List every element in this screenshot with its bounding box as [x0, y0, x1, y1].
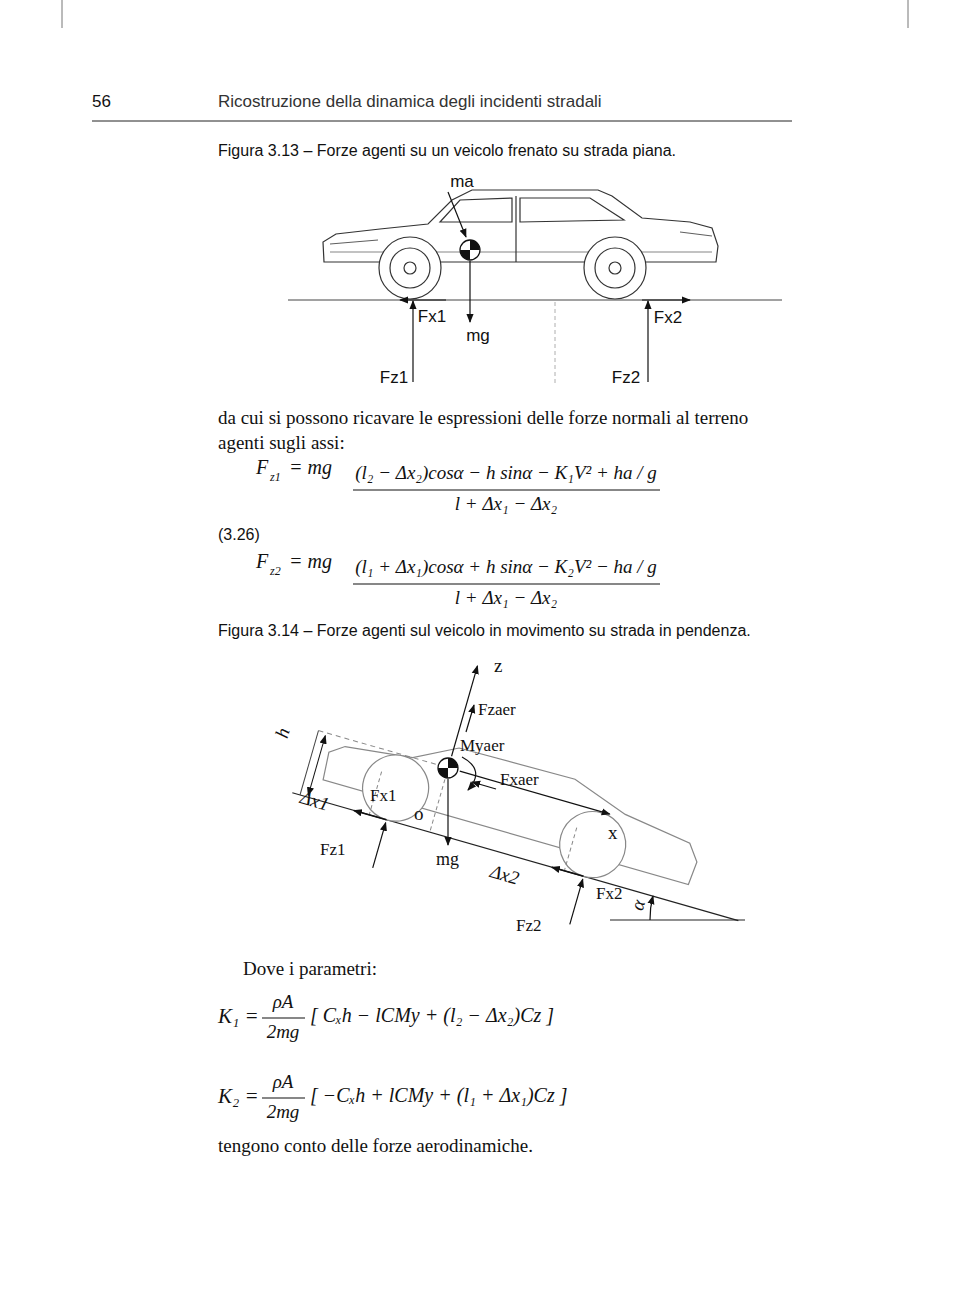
equation-symbol: = mg: [289, 456, 332, 479]
body-text: Dove i parametri:: [243, 958, 377, 980]
equation-denominator: 2mg: [267, 1101, 300, 1123]
origin-label: o: [414, 803, 424, 825]
equation-number: (3.26): [218, 526, 260, 544]
force-label: mg: [436, 849, 459, 870]
equation-numerator: (l₂ − Δx₂)cosα − h sinα − K₁V² + ha / g: [355, 462, 657, 484]
force-label: ma: [450, 172, 474, 192]
force-arrows-slope: [448, 705, 745, 920]
equation-symbol: K₁ =: [218, 1004, 259, 1028]
equation-numerator: ρA: [273, 1071, 294, 1093]
car-on-slope: [279, 626, 786, 968]
force-arrows-flat: [400, 192, 690, 384]
force-label: Fx2: [654, 308, 682, 328]
fraction-bars: [262, 490, 660, 1098]
body-text: da cui si possono ricavare le espression…: [218, 406, 798, 455]
equation-numerator: ρA: [273, 991, 294, 1013]
equation-subscript: z2: [270, 565, 281, 579]
crop-marks: [62, 0, 908, 28]
figure-caption: Figura 3.14 – Forze agenti sul veicolo i…: [218, 622, 751, 640]
axis-label: z: [494, 655, 502, 677]
axis-label: x: [608, 822, 618, 844]
moment-label: Myaer: [460, 736, 504, 756]
centre-of-gravity-slope: [438, 758, 458, 778]
force-label: Fz1: [320, 840, 346, 860]
equation-numerator: (l₁ + Δx₁)cosα + h sinα − K₂V² − ha / g: [355, 556, 657, 578]
force-label: Fx1: [418, 307, 446, 327]
car-flat-road: [323, 190, 718, 299]
centre-of-gravity: [460, 240, 480, 260]
equation-subscript: z1: [270, 471, 281, 485]
road-line: [288, 300, 782, 301]
page-number: 56: [92, 92, 111, 112]
force-label: mg: [466, 326, 490, 346]
header-rule: [92, 121, 792, 122]
dimension-label: h: [271, 725, 295, 740]
equation-term: [ −Cₓh + lCMy + (l₁ + Δx₁)Cz ]: [310, 1084, 568, 1107]
force-label: Fzaer: [478, 700, 516, 720]
force-label: Fx1: [370, 786, 396, 806]
equation-denominator: 2mg: [267, 1021, 300, 1043]
force-label: Fz1: [380, 368, 408, 388]
dimension-label: Δx2: [488, 860, 522, 889]
force-label: Fx2: [596, 884, 622, 904]
figure-caption: Figura 3.13 – Forze agenti su un veicolo…: [218, 142, 676, 160]
force-label: Fz2: [516, 916, 542, 936]
equation-denominator: l + Δx₁ − Δx₂: [455, 493, 557, 515]
equation-symbol: F: [256, 550, 268, 573]
equation-term: [ Cₓh − lCMy + (l₂ − Δx₂)Cz ]: [310, 1004, 554, 1027]
equation-denominator: l + Δx₁ − Δx₂: [455, 587, 557, 609]
equation-symbol: K₂ =: [218, 1084, 259, 1108]
equation-symbol: = mg: [289, 550, 332, 573]
angle-label: α: [626, 897, 650, 913]
running-header: Ricostruzione della dinamica degli incid…: [218, 92, 602, 112]
force-label: Fxaer: [500, 770, 539, 790]
dimension-label: Δx1: [298, 786, 332, 815]
equation-symbol: F: [256, 456, 268, 479]
force-label: Fz2: [612, 368, 640, 388]
body-text: tengono conto delle forze aerodinamiche.: [218, 1135, 533, 1157]
